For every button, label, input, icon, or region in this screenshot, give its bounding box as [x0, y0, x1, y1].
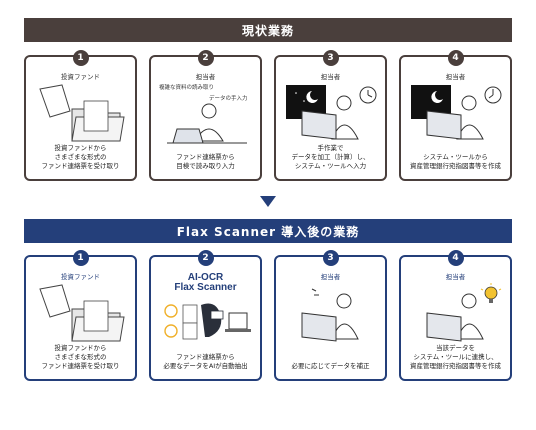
person-at-monitor-icon: [301, 288, 359, 342]
step-role-label: 担当者: [195, 73, 216, 81]
document-folder-icon: [39, 84, 125, 142]
step-role-label: 担当者: [445, 73, 466, 81]
step-number-badge: 3: [322, 50, 339, 66]
step-number-badge: 2: [197, 250, 214, 266]
current-step-2-card: 2 担当者 複雑な資料の読み取り データの手入力 ファンド連絡票から 目検で読み…: [149, 50, 262, 181]
step-number-badge: 4: [447, 250, 464, 266]
step-role-label: 投資ファンド: [61, 273, 100, 281]
step-role-label: 投資ファンド: [61, 73, 100, 81]
future-step-2-card: 2 AI-OCR Flax Scanner ファンド連絡票から 必要なデータをA…: [149, 250, 262, 381]
document-folder-icon: [39, 284, 125, 342]
step-number-badge: 1: [72, 50, 89, 66]
step-description: 手作業で データを加工（計算）し、 システム・ツールへ入力: [291, 144, 370, 170]
step-description: ファンド連絡票から 目検で読み取り入力: [176, 153, 235, 170]
current-process-row: 1 投資ファンド 投資ファンドから さまざまな形式の ファンド連絡票を受け取り …: [24, 50, 512, 182]
step-description: システム・ツールから 資産管理銀行宛指図書等を作成: [410, 153, 501, 170]
step-role-label: 担当者: [445, 273, 466, 281]
note-manual-input: データの手入力: [209, 96, 248, 102]
step-description: 投資ファンドから さまざまな形式の ファンド連絡票を受け取り: [41, 144, 120, 170]
ai-extraction-icon: [164, 303, 251, 340]
step-role-label: 担当者: [320, 273, 341, 281]
step-role-label: 担当者: [320, 73, 341, 81]
step-description: 投資ファンドから さまざまな形式の ファンド連絡票を受け取り: [41, 344, 120, 370]
step-number-badge: 4: [447, 50, 464, 66]
current-process-banner: 現状業務: [24, 18, 512, 42]
idea-lightbulb-worker-icon: [426, 283, 502, 342]
step-description: ファンド連絡票から 必要なデータをAIが自動抽出: [163, 353, 248, 370]
step-number-badge: 2: [197, 50, 214, 66]
current-step-4-card: 4 担当者 システム・ツールから 資産管理銀行宛指図書等を作成: [399, 50, 512, 181]
current-step-3-card: 3 担当者 手作業で データを加工（計算）し、 システム・ツールへ入力: [274, 50, 387, 181]
current-step-1-card: 1 投資ファンド 投資ファンドから さまざまな形式の ファンド連絡票を受け取り: [24, 50, 137, 181]
future-process-title: Flax Scanner 導入後の業務: [176, 224, 360, 239]
note-complex-reading: 複雑な資料の読み取り: [159, 85, 215, 91]
step-number-badge: 1: [72, 250, 89, 266]
future-process-banner: Flax Scanner 導入後の業務: [24, 219, 512, 243]
step-number-badge: 3: [322, 250, 339, 266]
future-step-1-card: 1 投資ファンド 投資ファンドから さまざまな形式の ファンド連絡票を受け取り: [24, 250, 137, 381]
future-step-4-card: 4 担当者 当該データを システム・ツールに連携し、 資産管理銀行宛指図書等を作…: [399, 250, 512, 381]
down-arrow-icon: [260, 196, 276, 207]
current-process-title: 現状業務: [241, 23, 294, 38]
night-overtime-worker-icon: [411, 85, 502, 140]
person-at-laptop-icon: [167, 103, 247, 144]
step-description: 必要に応じてデータを補正: [291, 362, 370, 370]
future-process-row: 1 投資ファンド 投資ファンドから さまざまな形式の ファンド連絡票を受け取り …: [24, 250, 512, 382]
ai-ocr-product-title: AI-OCR Flax Scanner: [174, 272, 237, 293]
future-step-3-card: 3 担当者 必要に応じてデータを補正: [274, 250, 387, 381]
night-overtime-worker-icon: [286, 85, 377, 140]
step-description: 当該データを システム・ツールに連携し、 資産管理銀行宛指図書等を作成: [410, 344, 501, 370]
